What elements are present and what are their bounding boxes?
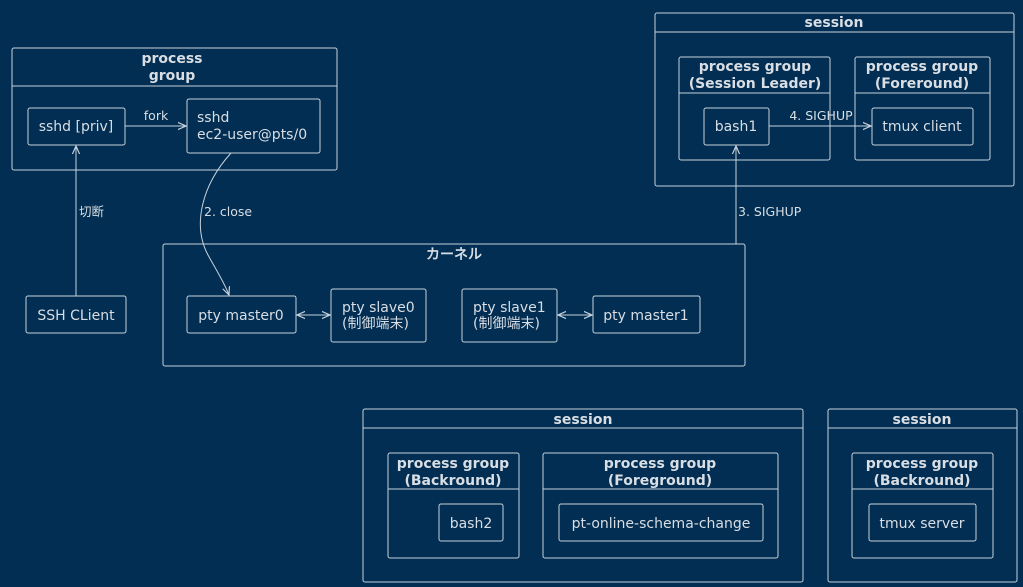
kernel-group: カーネル	[162, 243, 746, 367]
group-title-line2: (Foreground)	[608, 473, 712, 489]
group-title-line1: process group	[699, 59, 811, 75]
node-label: sshd [priv]	[39, 119, 114, 135]
node-label: pt-online-schema-change	[572, 516, 751, 532]
session-title: session	[893, 412, 952, 428]
edge-sighup-3: 3. SIGHUP	[736, 146, 802, 244]
group-title-line2: group	[149, 68, 196, 84]
group-title-line2: (Backround)	[873, 473, 970, 489]
session-top: session	[654, 12, 1015, 187]
group-title-line1: process group	[866, 59, 978, 75]
node-tmux-server: tmux server	[868, 503, 977, 542]
node-label: SSH CLient	[37, 308, 115, 324]
node-ssh-client: SSH CLient	[25, 295, 127, 334]
process-group-background-middle: process group (Backround)	[387, 452, 520, 559]
node-label: tmux client	[882, 119, 962, 135]
node-sshd-user: sshd ec2-user@pts/0	[186, 98, 321, 154]
node-bash2: bash2	[438, 503, 504, 542]
node-tmux-client: tmux client	[871, 107, 974, 146]
edge-label: 4. SIGHUP	[789, 108, 853, 123]
edge-close: 2. close	[200, 152, 252, 295]
session-title: session	[805, 15, 864, 31]
edge-label: 切断	[79, 204, 104, 219]
node-label-line1: sshd	[197, 110, 229, 126]
group-title-line2: (Foreround)	[875, 76, 969, 92]
node-label: pty master1	[603, 308, 688, 324]
node-pty-slave1: pty slave1 (制御端末)	[461, 288, 558, 343]
edge-disconnect: 切断	[76, 146, 104, 296]
node-pty-slave0: pty slave0 (制御端末)	[330, 288, 427, 343]
node-label-line2: (制御端末)	[473, 316, 540, 332]
group-title-line1: process group	[866, 456, 978, 472]
node-label: bash2	[450, 516, 493, 532]
node-bash1: bash1	[703, 107, 770, 146]
node-label-line2: ec2-user@pts/0	[197, 127, 307, 143]
node-pt-online-schema-change: pt-online-schema-change	[558, 503, 764, 542]
kernel-title: カーネル	[426, 247, 482, 263]
node-pty-master0: pty master0	[186, 295, 297, 334]
edge-label: 3. SIGHUP	[738, 204, 802, 219]
process-group-session-leader: process group (Session Leader)	[678, 56, 831, 161]
edge-label: fork	[144, 108, 169, 123]
process-group-sshd: process group	[11, 47, 338, 171]
edge-sighup-4: 4. SIGHUP	[769, 108, 871, 126]
node-label: pty master0	[198, 308, 283, 324]
process-group-background-right: process group (Backround)	[851, 452, 994, 559]
group-title-line2: (Backround)	[404, 473, 501, 489]
session-title: session	[554, 412, 613, 428]
node-label-line1: pty slave1	[473, 300, 546, 316]
node-sshd-priv: sshd [priv]	[27, 107, 126, 146]
node-label: bash1	[715, 119, 758, 135]
edge-fork: fork	[125, 108, 186, 126]
node-pty-master1: pty master1	[592, 295, 701, 334]
process-group-foreground-middle: process group (Foreground)	[542, 452, 779, 559]
node-label: tmux server	[879, 516, 964, 532]
group-title-line2: (Session Leader)	[689, 76, 822, 92]
group-title-line1: process group	[397, 456, 509, 472]
session-middle: session	[362, 408, 804, 583]
group-title-line1: process	[141, 51, 202, 67]
node-label-line1: pty slave0	[342, 300, 415, 316]
group-title-line1: process group	[604, 456, 716, 472]
process-group-foreground-top: process group (Foreround)	[854, 56, 991, 161]
node-label-line2: (制御端末)	[342, 316, 409, 332]
session-right: session	[827, 408, 1018, 583]
edge-label: 2. close	[204, 204, 252, 219]
